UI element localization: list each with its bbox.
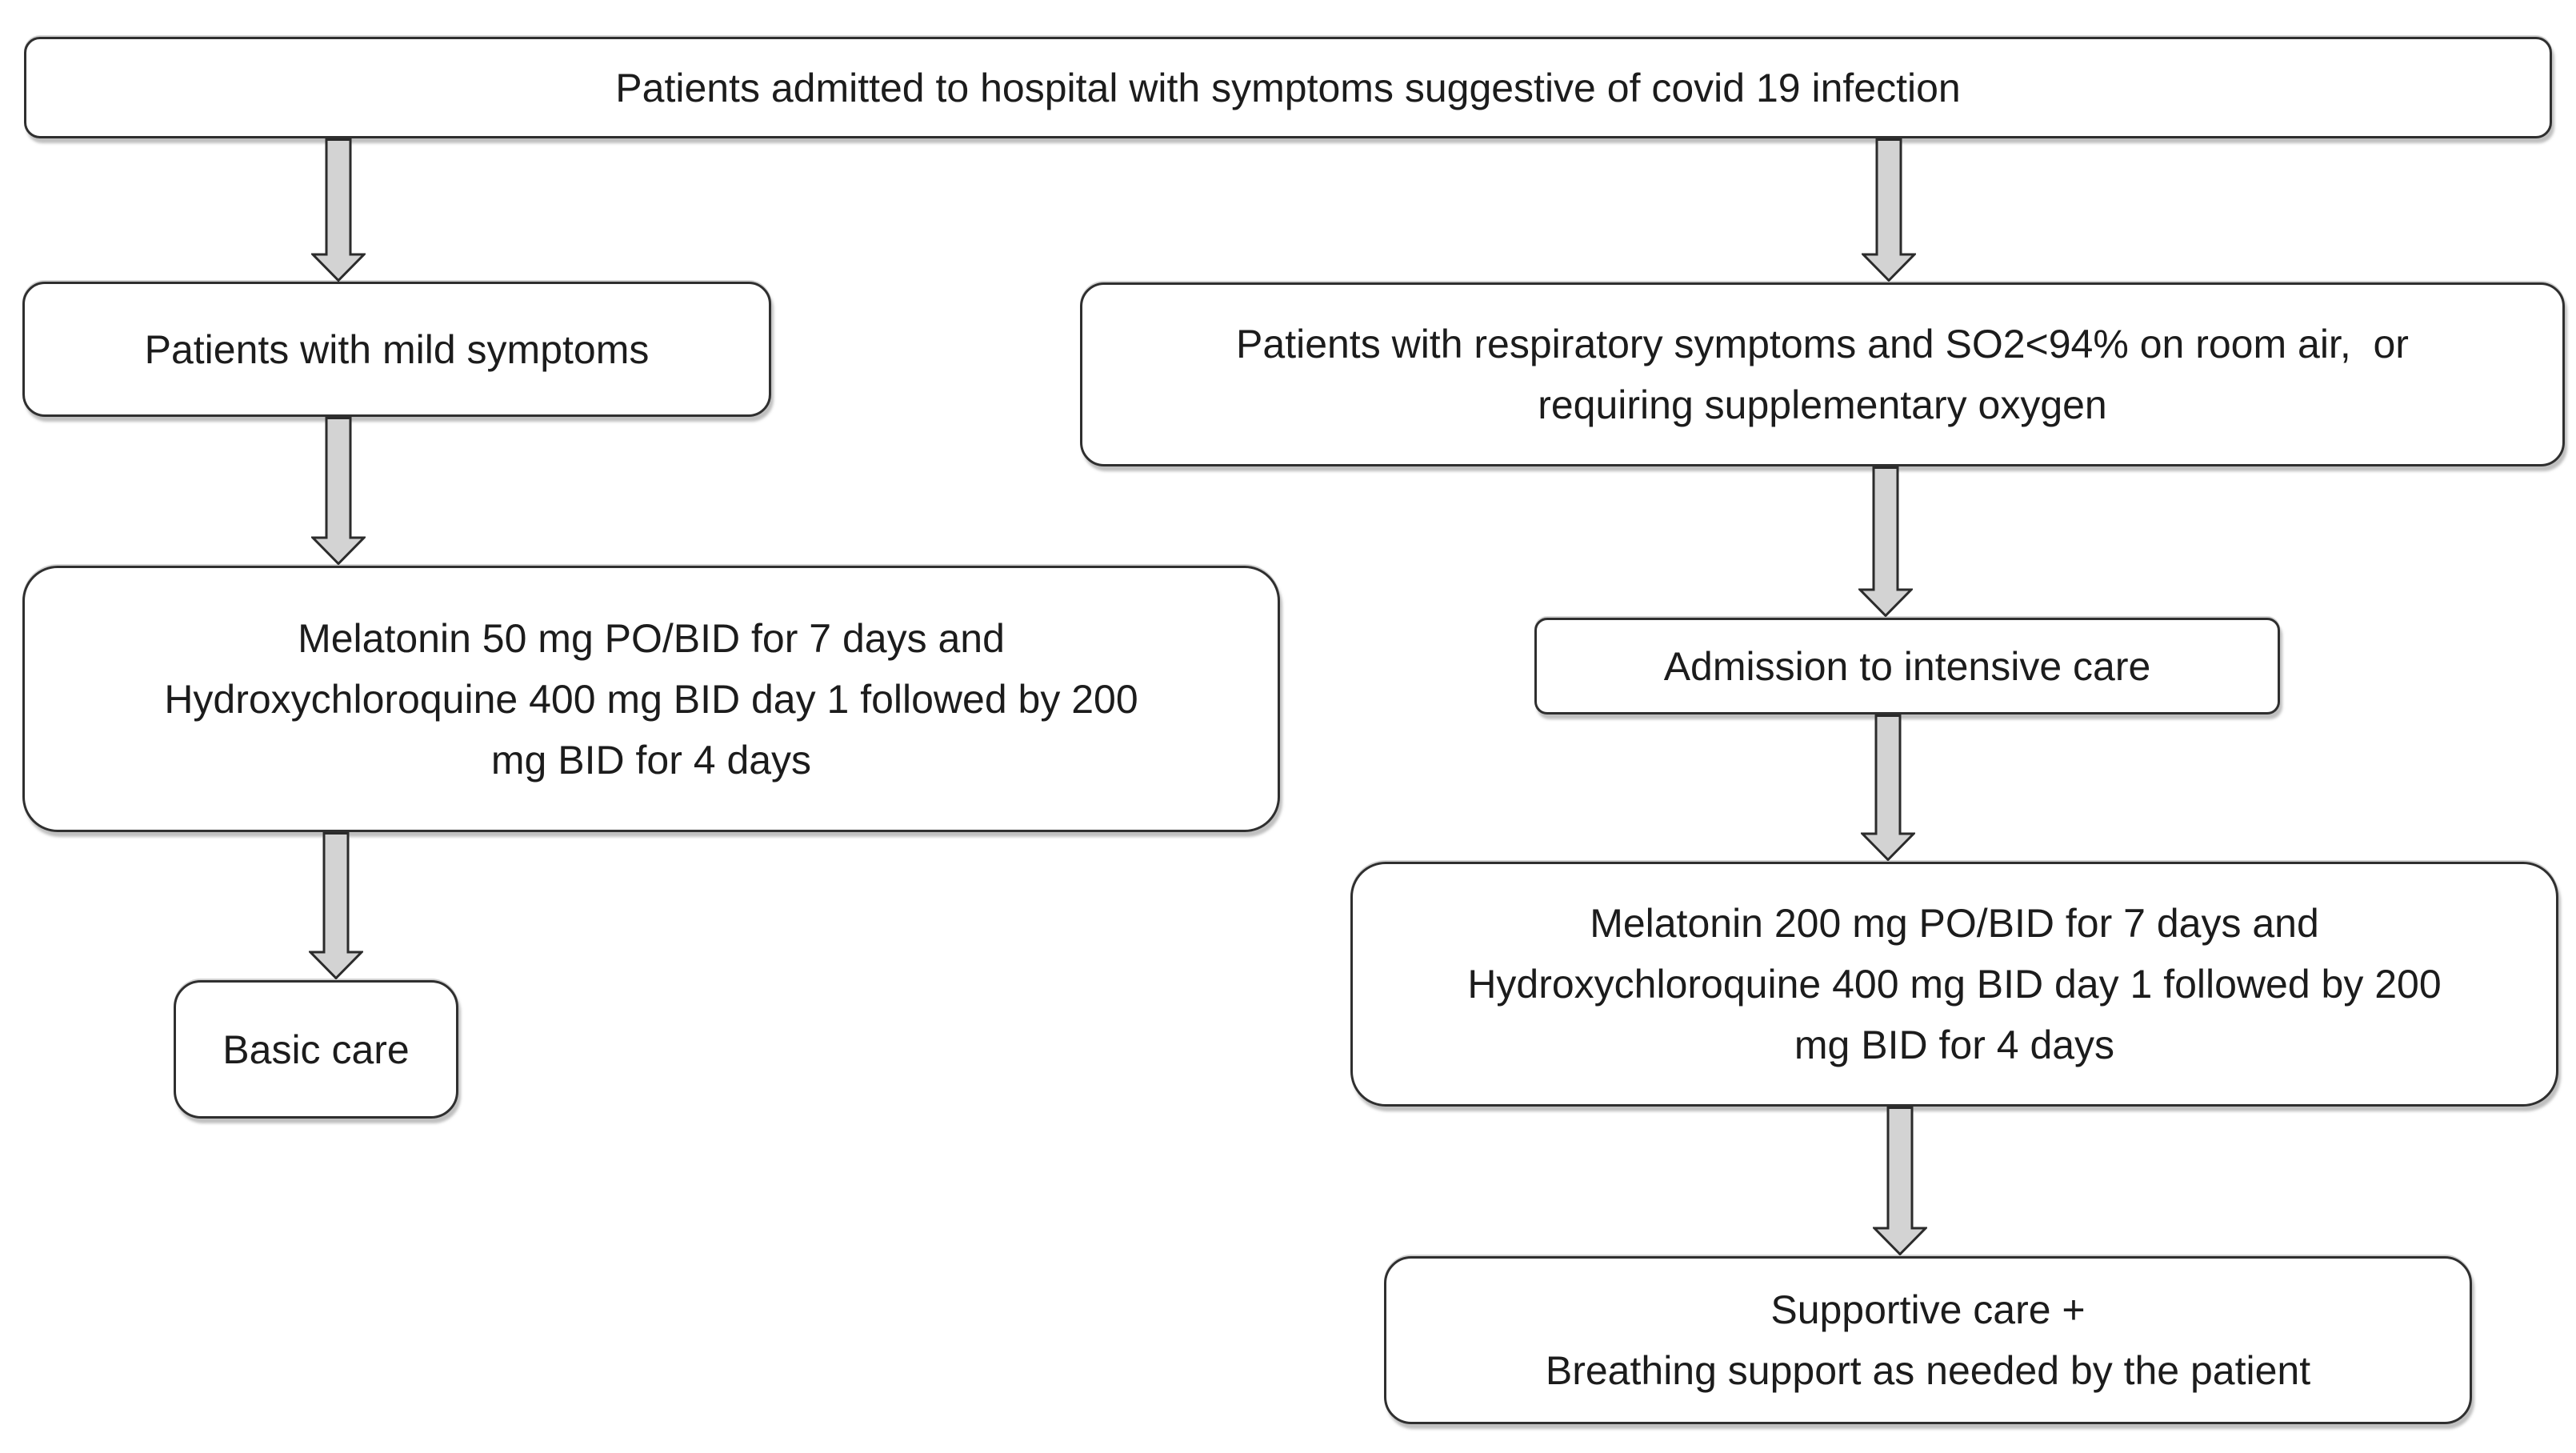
node-melatonin-50-treatment-text: Melatonin 50 mg PO/BID for 7 days and Hy… [164,615,1138,783]
node-mild-symptoms-text: Patients with mild symptoms [144,326,650,372]
node-admission-intensive-care-text: Admission to intensive care [1663,643,2151,689]
down-arrow-melatonin200-to-supportive [1873,1107,1927,1255]
node-admitted: Patients admitted to hospital with sympt… [24,37,2552,138]
node-supportive-care-text: Supportive care + Breathing support as n… [1545,1287,2311,1393]
node-basic-care: Basic care [174,980,458,1119]
node-melatonin-50-treatment: Melatonin 50 mg PO/BID for 7 days and Hy… [22,566,1280,832]
down-arrow-admitted-to-mild [311,138,366,282]
down-arrow-mild-to-melatonin50 [311,417,366,565]
node-admitted-text: Patients admitted to hospital with sympt… [615,65,1961,110]
node-melatonin-200-treatment: Melatonin 200 mg PO/BID for 7 days and H… [1350,862,2558,1107]
node-supportive-care: Supportive care + Breathing support as n… [1384,1256,2472,1424]
node-melatonin-200-treatment-text: Melatonin 200 mg PO/BID for 7 days and H… [1467,901,2442,1067]
down-arrow-melatonin50-to-basic-care [309,832,363,979]
down-arrow-admitted-to-respiratory [1862,138,1916,282]
down-arrow-admission-to-melatonin200 [1861,714,1915,861]
node-admission-intensive-care: Admission to intensive care [1534,618,2280,714]
node-respiratory-symptoms: Patients with respiratory symptoms and S… [1080,282,2565,466]
node-mild-symptoms: Patients with mild symptoms [22,282,771,417]
down-arrow-respiratory-to-admission [1858,466,1913,617]
node-basic-care-text: Basic care [222,1027,410,1072]
node-respiratory-symptoms-text: Patients with respiratory symptoms and S… [1236,322,2409,427]
